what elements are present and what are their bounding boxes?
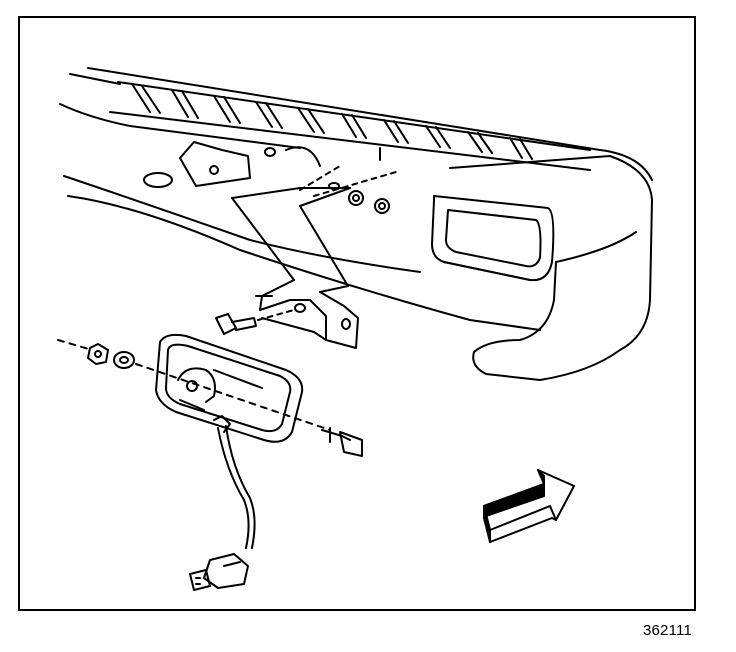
wiring-harness <box>189 415 256 591</box>
front-direction-arrow-icon <box>483 469 575 543</box>
bracket-mounting-nuts <box>299 165 397 214</box>
lamp-washer <box>113 351 135 369</box>
fog-lamp-bracket <box>231 187 359 349</box>
fog-lamp <box>57 333 363 457</box>
figure-id-label: 362111 <box>642 622 692 639</box>
bumper-vent-slots <box>131 83 533 160</box>
lamp-bolt <box>339 431 363 457</box>
bumper <box>59 67 653 381</box>
wiring-connector <box>189 553 249 591</box>
lamp-nut <box>87 343 109 365</box>
bracket-bolt <box>215 309 295 335</box>
